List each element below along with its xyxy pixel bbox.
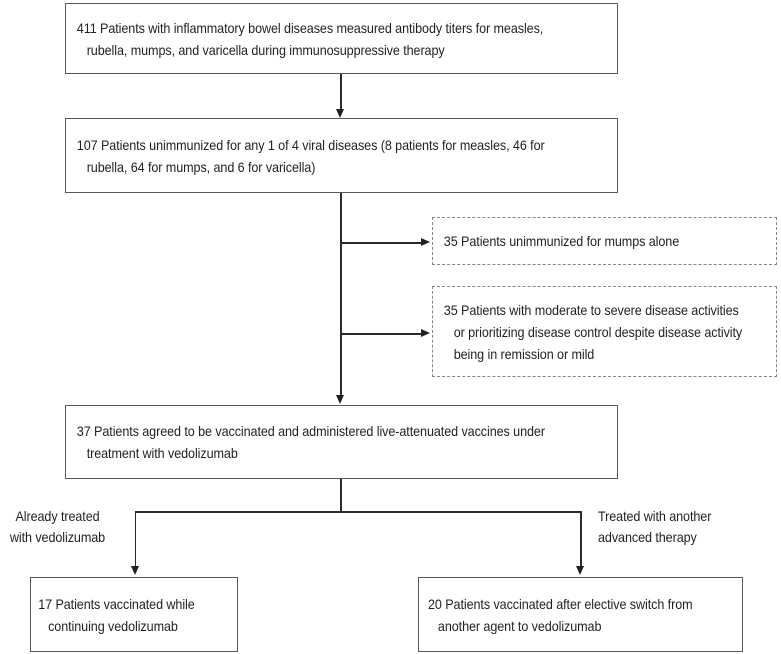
box-unimmunized-patients: 107 Patients unimmunized for any 1 of 4 … [65,118,618,193]
box-excluded-mumps-alone: 35 Patients unimmunized for mumps alone [432,217,777,265]
connector-split-bar [135,511,581,513]
text-line: or prioritizing disease control despite … [453,323,743,340]
arrowhead-down-icon [336,109,344,118]
arrowhead-down-icon [576,566,584,575]
connector-agreed-stem [340,479,342,512]
text-line: 35 Patients with moderate to severe dise… [443,301,739,318]
box-screened-patients: 411 Patients with inflammatory bowel dis… [65,3,618,74]
text-line: advanced therapy [598,529,697,545]
branch-label-already-treated: Already treated with vedolizumab [0,506,115,548]
box-switched-to-vedolizumab: 20 Patients vaccinated after elective sw… [418,577,743,652]
text-line: Treated with another [598,508,712,524]
box-switched-text: 20 Patients vaccinated after elective sw… [419,593,710,637]
connector-screened-to-unimmunized [340,74,342,110]
box-screened-text: 411 Patients with inflammatory bowel dis… [66,17,562,61]
box-excluded-disease-activity: 35 Patients with moderate to severe dise… [432,286,777,377]
text-line: treatment with vedolizumab [86,445,238,461]
text-line: 411 Patients with inflammatory bowel dis… [76,19,544,36]
text-line: 35 Patients unimmunized for mumps alone [443,233,680,249]
box-excluded-disease-text: 35 Patients with moderate to severe dise… [433,299,742,365]
text-line: being in remission or mild [453,345,595,362]
text-line: 37 Patients agreed to be vaccinated and … [76,423,545,439]
box-unimmunized-text: 107 Patients unimmunized for any 1 of 4 … [66,134,562,178]
arrowhead-right-icon [421,329,430,337]
branch-label-another-therapy: Treated with another advanced therapy [598,506,768,548]
connector-right-drop [580,511,582,567]
text-line: 20 Patients vaccinated after elective sw… [428,595,693,612]
connector-branch-disease-activity [340,333,422,335]
text-line: Already treated [15,508,100,524]
arrowhead-down-icon [130,566,139,575]
connector-left-drop [134,511,136,567]
connector-unimmunized-to-agreed [340,193,342,396]
box-continuing-vedolizumab: 17 Patients vaccinated while continuing … [30,577,238,652]
text-line: with vedolizumab [9,529,106,545]
text-line: another agent to vedolizumab [437,617,602,634]
text-line: 107 Patients unimmunized for any 1 of 4 … [76,136,545,153]
box-agreed-vaccinated: 37 Patients agreed to be vaccinated and … [65,405,618,479]
connector-branch-mumps-alone [340,242,422,244]
arrowhead-right-icon [421,238,430,246]
box-excluded-mumps-text: 35 Patients unimmunized for mumps alone [433,230,742,252]
box-agreed-text: 37 Patients agreed to be vaccinated and … [66,420,562,464]
box-continuing-text: 17 Patients vaccinated while continuing … [31,593,216,637]
text-line: rubella, mumps, and varicella during imm… [86,41,445,58]
arrowhead-down-icon [336,395,344,404]
text-line: rubella, 64 for mumps, and 6 for varicel… [86,158,316,175]
text-line: continuing vedolizumab [48,617,178,634]
text-line: 17 Patients vaccinated while [38,595,195,612]
